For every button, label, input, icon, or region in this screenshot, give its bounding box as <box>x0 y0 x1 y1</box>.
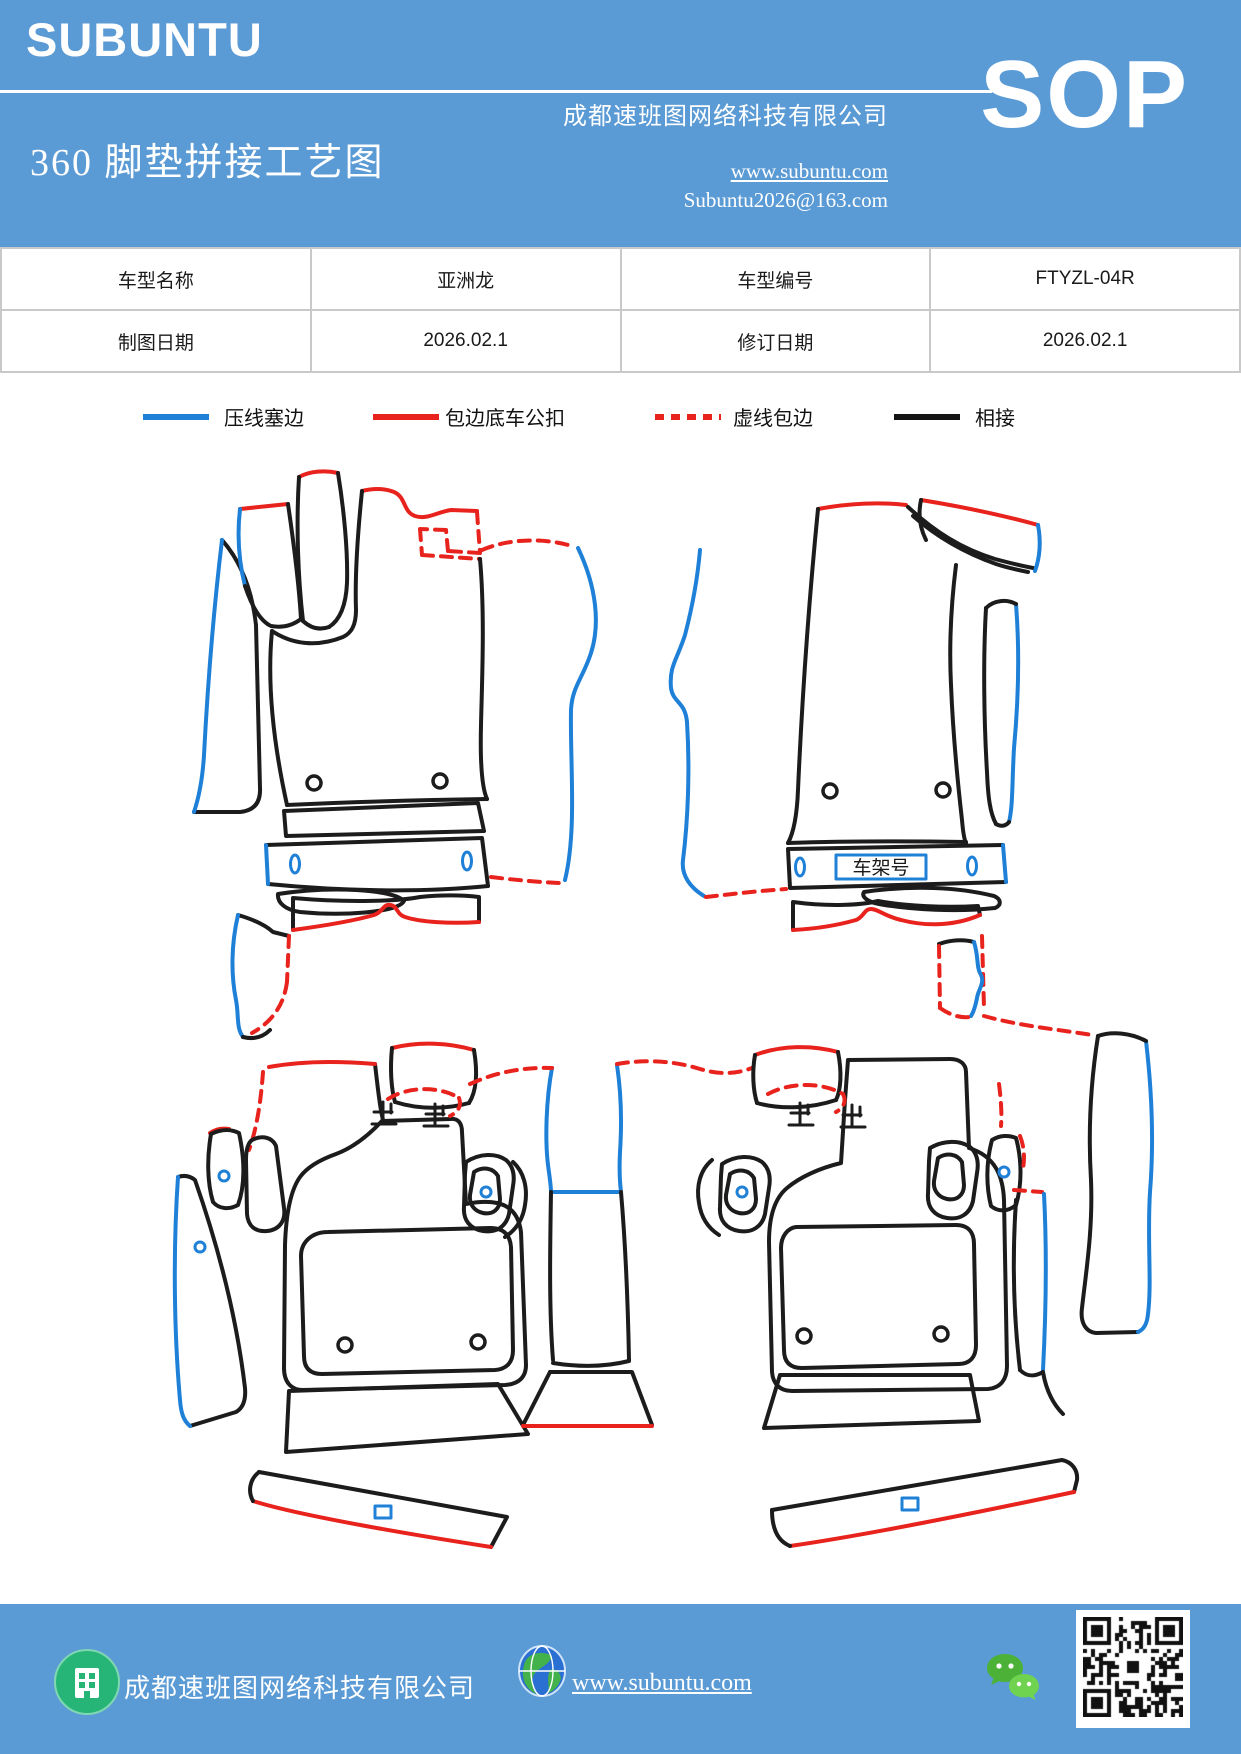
legend-line-dashed-bind-icon <box>655 414 721 420</box>
legend-line-press-edge-icon <box>143 414 209 420</box>
front-left-mat <box>192 469 574 1041</box>
email-address: Subuntu2026@163.com <box>683 188 888 212</box>
table-row: 制图日期 2026.02.1 修订日期 2026.02.1 <box>0 309 1241 373</box>
mat-cutting-diagram: 车架号 <box>172 469 1155 1549</box>
website-link[interactable]: www.subuntu.com <box>730 159 888 183</box>
cell-model-name-label: 车型名称 <box>0 247 312 311</box>
legend-label-press-edge: 压线塞边 <box>224 408 304 430</box>
table-row: 车型名称 亚洲龙 车型编号 FTYZL-04R <box>0 247 1241 311</box>
legend-line-bind-buckle-icon <box>373 414 439 420</box>
right-side-strip <box>1079 1031 1155 1335</box>
cell-revise-date-label: 修订日期 <box>619 309 932 373</box>
cell-draw-date-value: 2026.02.1 <box>309 309 622 373</box>
center-tunnel-piece <box>468 1059 754 1428</box>
legend-label-joint: 相接 <box>975 408 1015 430</box>
company-name: 成都速班图网络科技有限公司 <box>563 104 888 130</box>
company-logo-icon <box>54 1649 120 1715</box>
header-contact-block: 成都速班图网络科技有限公司 www.subuntu.com Subuntu202… <box>563 96 888 213</box>
legend-line-joint-icon <box>894 414 960 420</box>
rear-right-mat <box>696 1045 1080 1548</box>
footer-website-link[interactable]: www.subuntu.com <box>572 1670 752 1696</box>
sop-label: SOP <box>980 41 1189 148</box>
rear-left-mat <box>172 1041 530 1549</box>
globe-icon <box>518 1645 566 1697</box>
brand-logo: SUBUNTU <box>26 13 263 66</box>
cell-model-name-value: 亚洲龙 <box>309 247 622 311</box>
cell-model-code-label: 车型编号 <box>619 247 932 311</box>
frame-number-box <box>834 853 928 881</box>
legend-label-bind-buckle: 包边底车公扣 <box>445 408 565 430</box>
legend-label-dashed-bind: 虚线包边 <box>733 408 813 430</box>
header-divider <box>0 90 992 93</box>
vehicle-info-table: 车型名称 亚洲龙 车型编号 FTYZL-04R 制图日期 2026.02.1 修… <box>0 247 1241 373</box>
cell-draw-date-label: 制图日期 <box>0 309 312 373</box>
wechat-icon[interactable] <box>983 1652 1045 1706</box>
footer-banner: 成都速班图网络科技有限公司 www.subuntu.com <box>0 1604 1241 1754</box>
frame-number-label: 车架号 <box>852 857 909 879</box>
qr-code <box>1076 1610 1190 1728</box>
header-banner: SUBUNTU 360 脚垫拼接工艺图 成都速班图网络科技有限公司 www.su… <box>0 0 1241 247</box>
legend-bar: 压线塞边 包边底车公扣 虚线包边 相接 <box>0 398 1241 438</box>
cell-revise-date-value: 2026.02.1 <box>929 309 1241 373</box>
front-right-mat: 车架号 <box>563 498 1094 1037</box>
cell-model-code-value: FTYZL-04R <box>929 247 1241 311</box>
footer-company-name: 成都速班图网络科技有限公司 <box>124 1674 476 1703</box>
page-title: 360 脚垫拼接工艺图 <box>30 142 385 184</box>
